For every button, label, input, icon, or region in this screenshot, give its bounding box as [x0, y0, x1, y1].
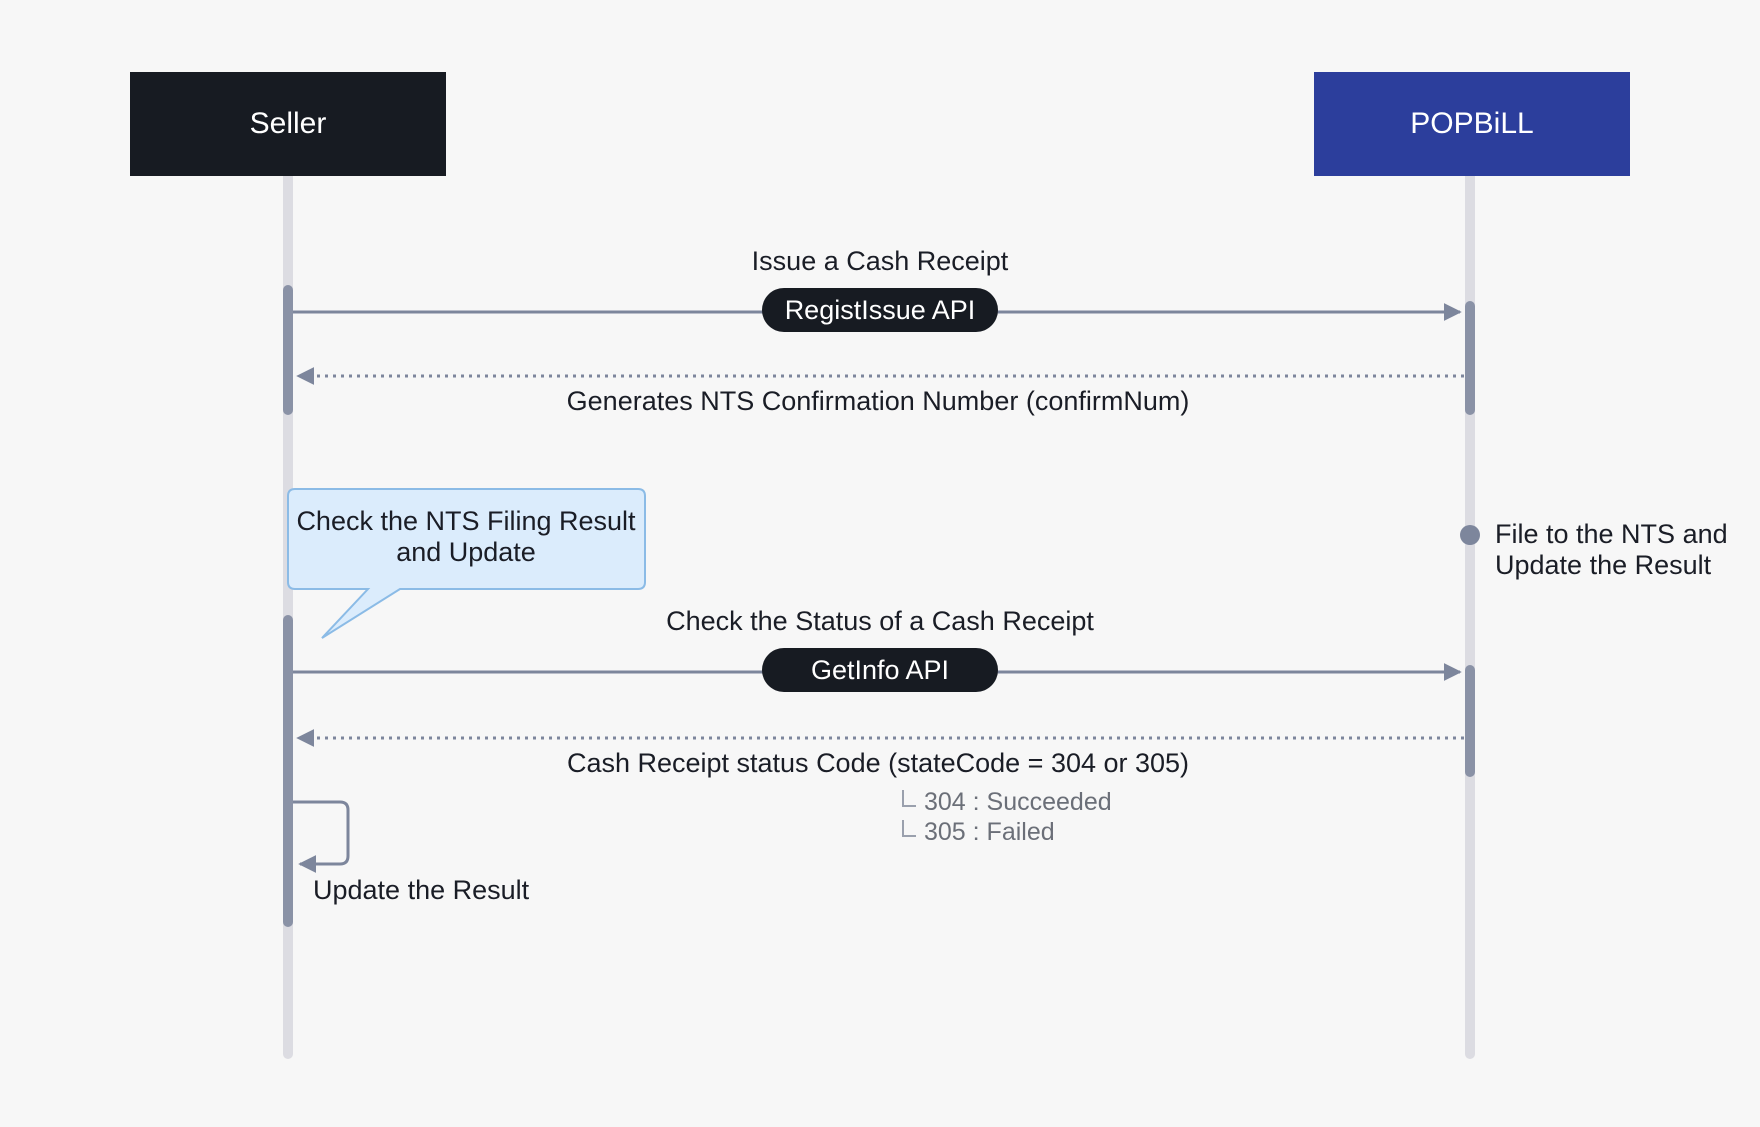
popbill-label: POPBiLL: [1410, 107, 1534, 140]
note-line-1: Check the NTS Filing Result: [296, 506, 636, 536]
note-line-2: and Update: [396, 537, 536, 567]
popbill-header: POPBiLL: [1314, 72, 1630, 176]
seller-label: Seller: [249, 107, 327, 140]
code-hook-304: [902, 790, 916, 807]
registissue-api-pill: RegistIssue API: [762, 288, 998, 332]
popbill-event-line-1: File to the NTS and: [1495, 519, 1728, 549]
self-message-label: Update the Result: [313, 875, 530, 905]
popbill-event-dot: [1460, 525, 1480, 545]
getinfo-api-pill: GetInfo API: [762, 648, 998, 692]
popbill-event-line-2: Update the Result: [1495, 550, 1712, 580]
self-message-arrow: [293, 800, 350, 873]
seller-header: Seller: [130, 72, 446, 176]
issue-response-label: Generates NTS Confirmation Number (confi…: [566, 386, 1190, 416]
note-bubble: [287, 488, 646, 639]
issue-message-title: Issue a Cash Receipt: [751, 246, 1009, 276]
code-304: 304 : Succeeded: [924, 788, 1112, 816]
check-response-label: Cash Receipt status Code (stateCode = 30…: [566, 748, 1190, 778]
getinfo-api-label: GetInfo API: [810, 654, 950, 685]
code-hook-305: [902, 820, 916, 837]
check-message-title: Check the Status of a Cash Receipt: [666, 606, 1094, 636]
registissue-api-label: RegistIssue API: [784, 294, 976, 325]
note-text: Check the NTS Filing Result and Update: [290, 506, 642, 568]
code-305: 305 : Failed: [924, 818, 1055, 846]
